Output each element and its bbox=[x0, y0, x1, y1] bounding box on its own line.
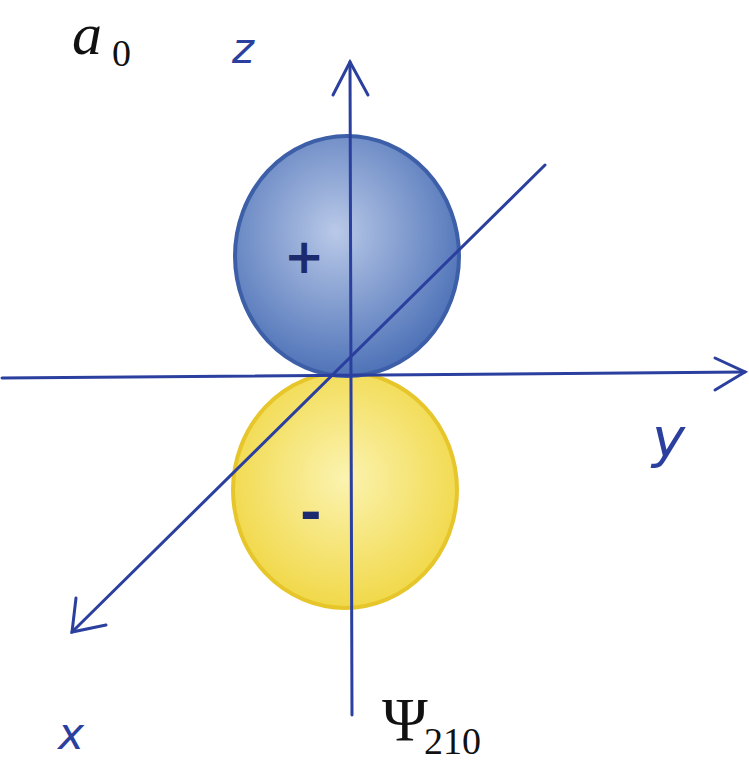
wavefunction-symbol: Ψ bbox=[382, 688, 428, 750]
y-arrowhead bbox=[715, 358, 745, 390]
sign-label: - bbox=[300, 486, 322, 538]
x-arrowhead bbox=[72, 598, 106, 632]
sign-label: + bbox=[284, 232, 324, 280]
axis-label: z bbox=[232, 28, 254, 70]
z-arrowhead bbox=[333, 62, 368, 95]
axis-label: y bbox=[652, 410, 685, 466]
z-axis bbox=[350, 62, 352, 715]
subscript: 210 bbox=[424, 722, 481, 760]
y-axis bbox=[2, 372, 745, 378]
radius-symbol: a bbox=[72, 4, 102, 64]
negative-lobe bbox=[233, 372, 457, 608]
positive-lobe bbox=[235, 136, 459, 376]
axis-label: x bbox=[58, 712, 84, 756]
x-axis bbox=[72, 165, 545, 632]
subscript: 0 bbox=[112, 34, 131, 72]
